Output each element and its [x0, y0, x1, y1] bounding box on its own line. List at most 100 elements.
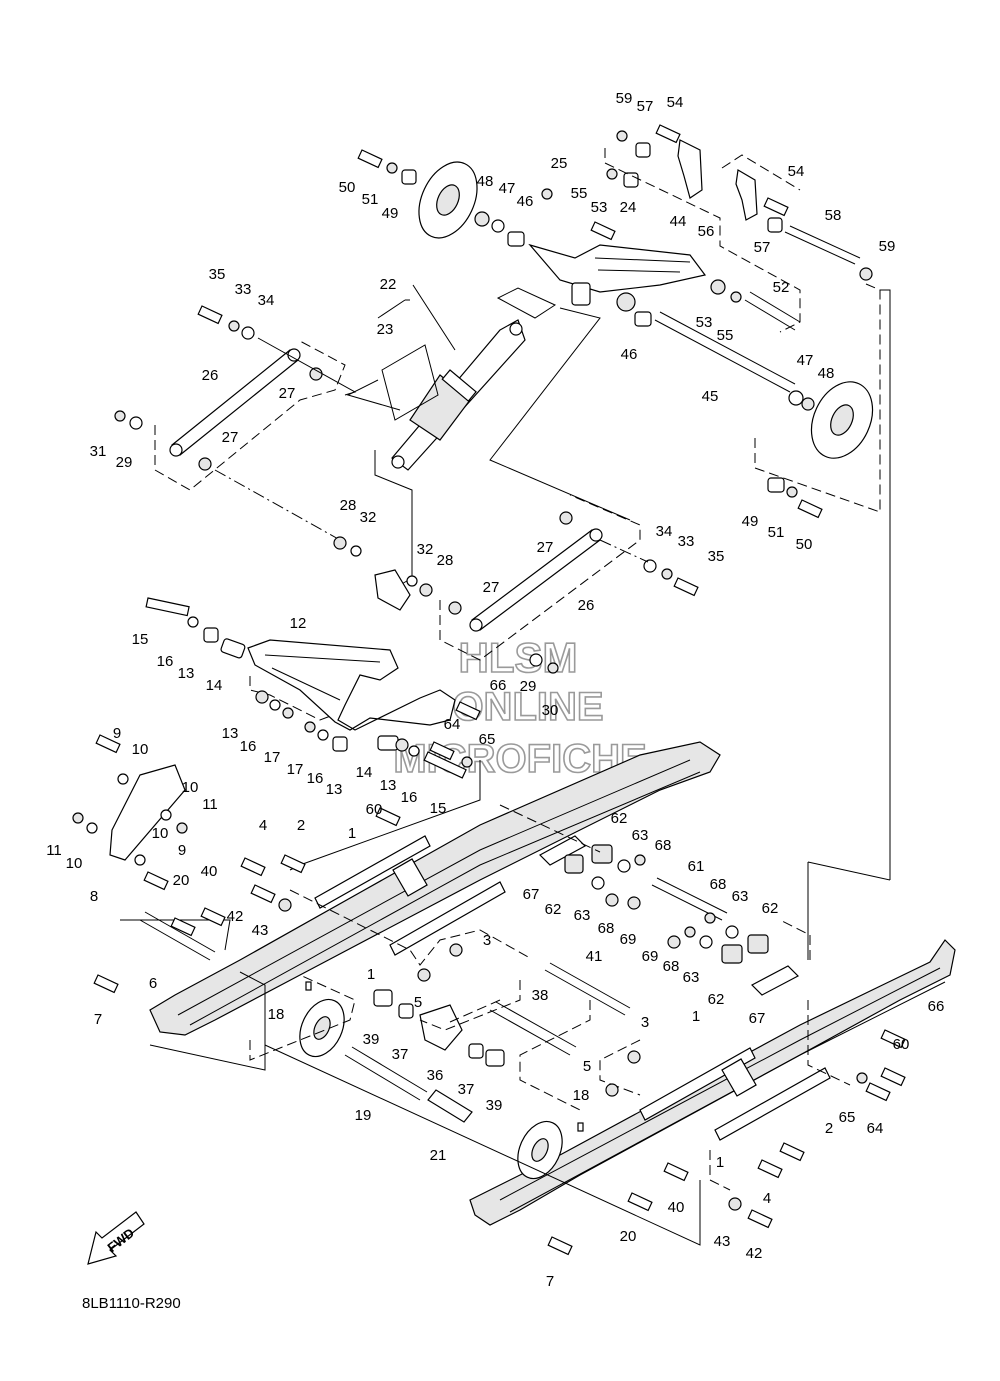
pin-18b — [577, 1122, 584, 1132]
pin-18a — [305, 981, 312, 991]
callout-label: 10 — [66, 855, 83, 872]
washer-55 — [606, 168, 618, 180]
collar-46 — [507, 231, 525, 247]
bushing-28b — [419, 583, 433, 597]
callout-label: 47 — [499, 180, 516, 197]
nut-31 — [114, 410, 126, 422]
washer-68b — [605, 893, 619, 907]
callout-label: 4 — [259, 817, 267, 834]
collar-53 — [616, 292, 636, 312]
washer-68a — [634, 854, 646, 866]
bracket-8 — [109, 764, 186, 861]
spacer-48b — [801, 397, 815, 411]
callout-label: 27 — [483, 579, 500, 596]
callout-label: 35 — [708, 548, 725, 565]
callout-label: 49 — [382, 205, 399, 222]
callout-label: 19 — [355, 1107, 372, 1124]
callout-label: 63 — [574, 907, 591, 924]
plate-1d — [714, 1067, 831, 1141]
collar-39a — [373, 989, 393, 1007]
collar-14a — [220, 638, 246, 659]
bolt-50b — [797, 499, 823, 519]
bolt-35a — [197, 305, 223, 325]
bolt-15b — [423, 751, 467, 779]
collar-37a — [398, 1003, 414, 1019]
callout-label: 15 — [132, 631, 149, 648]
washer-55b — [730, 291, 742, 303]
idler-wheel-hub — [436, 184, 460, 216]
callout-label: 69 — [642, 948, 659, 965]
callout-label: 51 — [768, 524, 785, 541]
collar-63c — [725, 925, 739, 939]
callout-label: 43 — [714, 1233, 731, 1250]
callout-label: 20 — [173, 872, 190, 889]
plate-67b — [751, 965, 799, 996]
collar-39b — [485, 1049, 505, 1067]
callout-label: 60 — [893, 1036, 910, 1053]
collar-57 — [635, 142, 651, 158]
callout-label: 3 — [641, 1014, 649, 1031]
plate-67a — [539, 835, 586, 866]
fasteners — [72, 734, 906, 1256]
watermark-line2: ONLINE — [452, 685, 603, 729]
callout-label: 48 — [477, 173, 494, 190]
nut-69b — [667, 935, 681, 949]
cross-members — [109, 760, 891, 1246]
callout-label: 7 — [546, 1273, 554, 1290]
callout-label: 63 — [683, 969, 700, 986]
link-26-end — [169, 443, 183, 457]
callout-label: 20 — [620, 1228, 637, 1245]
washer-33a — [228, 320, 240, 332]
callout-label: 54 — [788, 163, 805, 180]
callout-label: 68 — [598, 920, 615, 937]
bolt-7b — [547, 1236, 573, 1256]
callout-label: 67 — [523, 886, 540, 903]
callout-label: 63 — [632, 827, 649, 844]
callout-label: 46 — [517, 193, 534, 210]
callout-label: 68 — [655, 837, 672, 854]
callout-label: 3 — [483, 932, 491, 949]
callout-label: 15 — [430, 800, 447, 817]
front-arm-12 — [247, 639, 456, 731]
washer-10a — [117, 773, 129, 785]
callout-label: 24 — [620, 199, 637, 216]
callout-label: 12 — [290, 615, 307, 632]
bracket-36 — [419, 1004, 463, 1051]
spacer-48 — [474, 211, 490, 227]
diagram-code: 8LB1110-R290 — [82, 1295, 181, 1312]
bolt-64a — [429, 741, 455, 761]
nut-3b — [627, 1050, 641, 1064]
callout-label: 27 — [222, 429, 239, 446]
idler-wheel-right-hub — [830, 404, 854, 436]
callout-label: 66 — [928, 998, 945, 1015]
callout-label: 9 — [178, 842, 186, 859]
bushing-27c — [559, 511, 573, 525]
callout-label: 26 — [202, 367, 219, 384]
callout-label: 53 — [591, 199, 608, 216]
callout-label: 29 — [520, 678, 537, 695]
washer-16a — [187, 616, 199, 628]
nut-69a — [627, 896, 641, 910]
bolt-54 — [655, 124, 681, 144]
callout-label: 1 — [692, 1008, 700, 1025]
shock-clevis — [374, 569, 411, 611]
callout-label: 38 — [532, 987, 549, 1004]
collar-53c — [710, 279, 726, 295]
callout-label: 31 — [90, 443, 107, 460]
bolt-4a — [240, 857, 266, 877]
bolt-35b — [673, 577, 699, 597]
collar-49 — [401, 169, 417, 185]
callout-label: 33 — [678, 533, 695, 550]
nut-11a — [176, 822, 188, 834]
callout-label: 62 — [611, 810, 628, 827]
collar-13a — [203, 627, 219, 643]
callout-label: 47 — [797, 352, 814, 369]
callout-labels: 59 57 54 54 50 51 49 48 47 46 25 55 53 2… — [46, 90, 944, 1290]
link-rods — [114, 305, 699, 674]
callout-label: 10 — [132, 741, 149, 758]
bearing-47 — [491, 219, 505, 233]
block-1b — [721, 1058, 757, 1097]
collar-63d — [699, 935, 713, 949]
washer-68d — [684, 926, 696, 938]
